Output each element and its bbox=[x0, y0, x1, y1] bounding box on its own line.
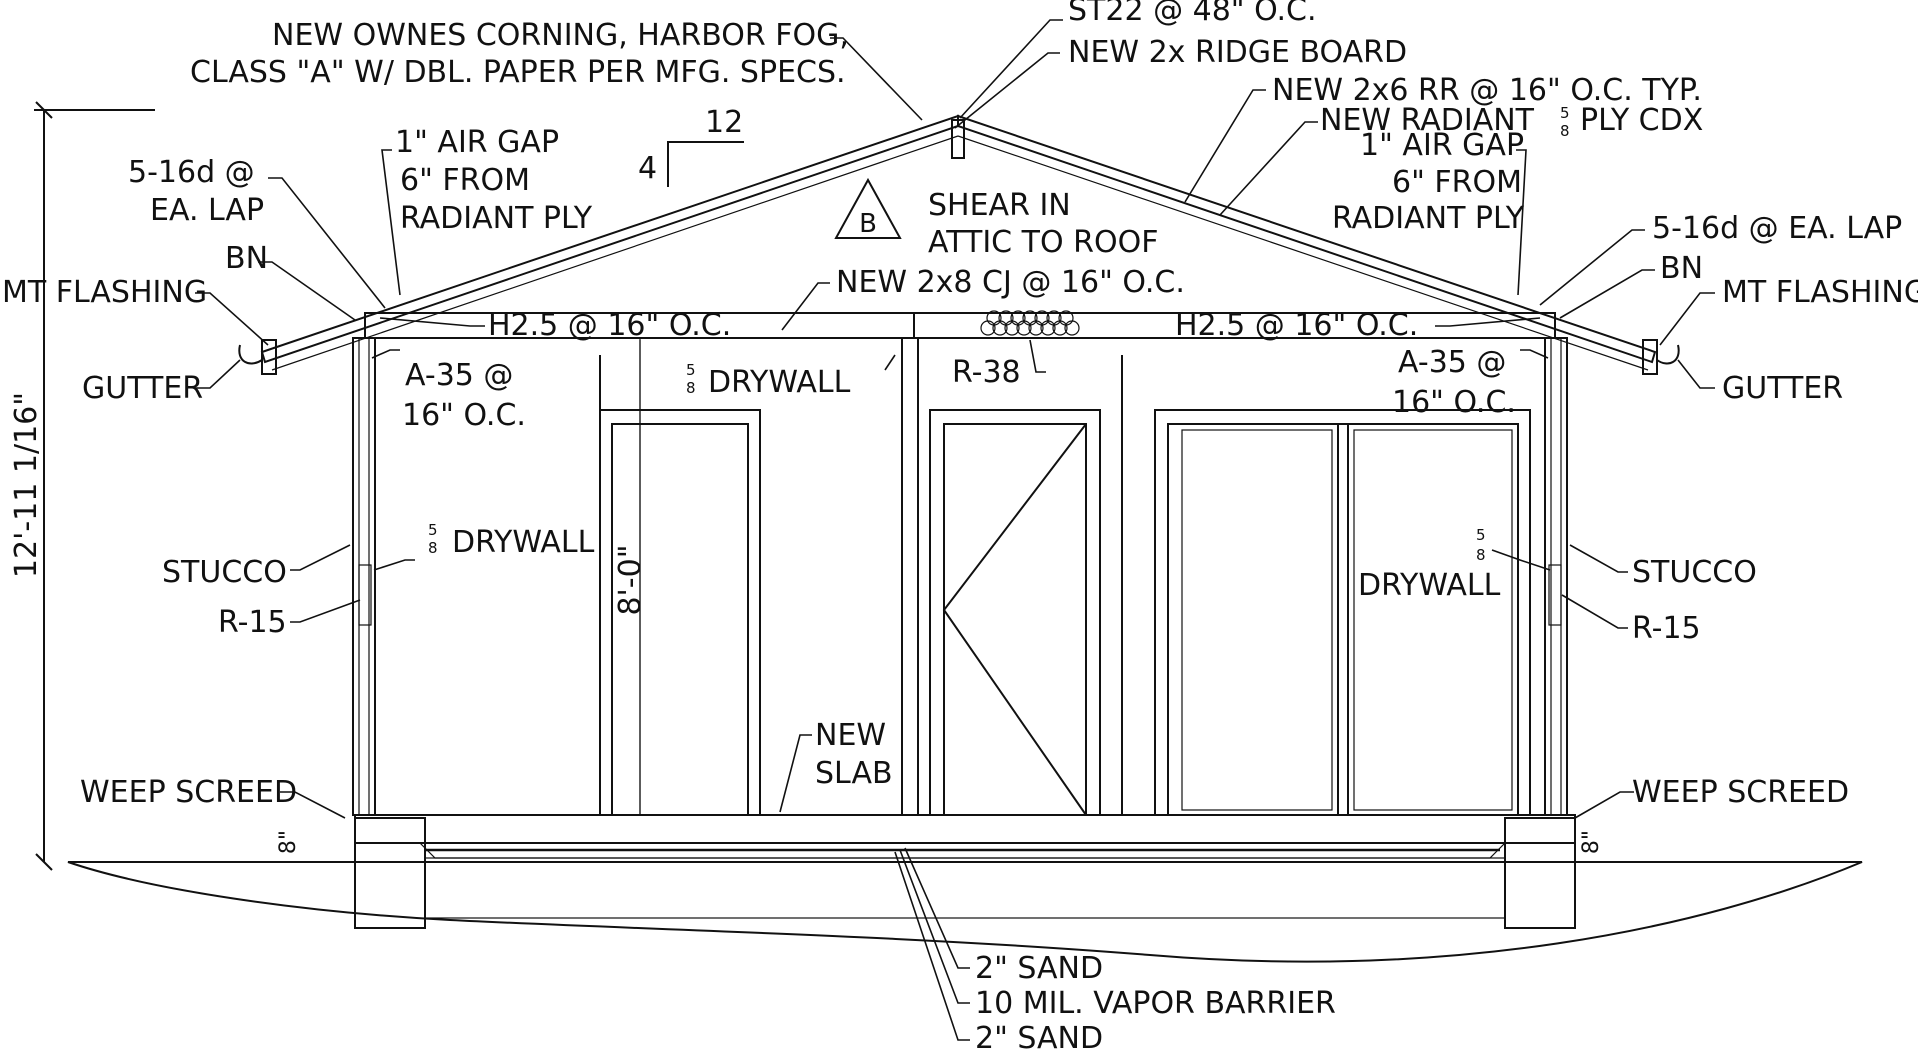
label-air-gap-right-2: 6" FROM bbox=[1392, 165, 1522, 200]
label-pitch-rise: 4 bbox=[638, 151, 657, 186]
label-shear-2: ATTIC TO ROOF bbox=[928, 225, 1158, 260]
label-a35-right-1: A-35 @ bbox=[1398, 345, 1506, 380]
gutter-left-shape bbox=[238, 344, 263, 365]
label-shear-1: SHEAR IN bbox=[928, 188, 1071, 223]
label-air-gap-right-1: 1" AIR GAP bbox=[1360, 128, 1524, 163]
fascia-right bbox=[1642, 339, 1658, 375]
label-sand-2: 2" SAND bbox=[975, 1021, 1103, 1054]
insulation-r15-left bbox=[358, 564, 372, 626]
label-vapor-barrier: 10 MIL. VAPOR BARRIER bbox=[975, 986, 1336, 1021]
label-radiant-ply-suffix: PLY CDX bbox=[1580, 103, 1703, 138]
label-pitch-run: 12 bbox=[705, 105, 743, 140]
label-ceiling-joist: NEW 2x8 CJ @ 16" O.C. bbox=[836, 265, 1185, 300]
label-radiant-ply-prefix: NEW RADIANT bbox=[1320, 103, 1535, 138]
ridge-board bbox=[951, 119, 965, 159]
label-air-gap-left-2: 6" FROM bbox=[400, 163, 530, 198]
shear-triangle bbox=[834, 177, 902, 239]
insulation-r15-right bbox=[1548, 564, 1562, 626]
label-roofing-2: CLASS "A" W/ DBL. PAPER PER MFG. SPECS. bbox=[190, 55, 846, 90]
insulation-r38 bbox=[980, 310, 1080, 336]
label-radiant-frac-num: 5 bbox=[1560, 104, 1570, 122]
pitch-symbol bbox=[667, 141, 744, 187]
label-rafters: NEW 2x6 RR @ 16" O.C. TYP. bbox=[1272, 73, 1702, 108]
label-a35-right-2: 16" O.C. bbox=[1392, 385, 1516, 420]
label-new-slab-2: SLAB bbox=[815, 756, 893, 791]
label-weep-right: WEEP SCREED bbox=[1632, 775, 1849, 810]
label-sand-1: 2" SAND bbox=[975, 951, 1103, 986]
label-air-gap-left-3: RADIANT PLY bbox=[400, 201, 593, 236]
label-drywall-top-frac-den: 8 bbox=[686, 379, 696, 397]
roof-right-underside bbox=[957, 135, 1649, 371]
label-h25-left: H2.5 @ 16" O.C. bbox=[488, 308, 731, 343]
label-stucco-right: STUCCO bbox=[1632, 555, 1757, 590]
label-dim-8-right: 8" bbox=[1579, 830, 1604, 854]
label-h25-right: H2.5 @ 16" O.C. bbox=[1175, 308, 1418, 343]
label-bn-right: BN bbox=[1660, 251, 1703, 286]
label-shear-tag: B bbox=[859, 209, 877, 239]
label-ceiling-height: 8'-0" bbox=[613, 544, 648, 615]
label-drywall-top-frac-num: 5 bbox=[686, 361, 696, 379]
label-new-slab-1: NEW bbox=[815, 718, 886, 753]
fascia-left bbox=[261, 339, 277, 375]
label-r15-right: R-15 bbox=[1632, 611, 1701, 646]
label-gutter-right: GUTTER bbox=[1722, 371, 1843, 406]
label-drywall-right-frac-den: 8 bbox=[1476, 546, 1486, 564]
label-a35-left-1: A-35 @ bbox=[405, 358, 513, 393]
label-dim-8-left: 8" bbox=[276, 830, 301, 854]
label-air-gap-right-3: RADIANT PLY bbox=[1332, 201, 1525, 236]
label-drywall-right: DRYWALL bbox=[1358, 568, 1501, 603]
label-nail-right: 5-16d @ EA. LAP bbox=[1652, 211, 1902, 246]
door-center bbox=[929, 409, 1101, 816]
label-radiant-frac-den: 8 bbox=[1560, 122, 1570, 140]
label-nail-left-2: EA. LAP bbox=[150, 193, 264, 228]
footing-right bbox=[1504, 817, 1576, 929]
soil-under-slab bbox=[424, 857, 1506, 919]
label-stucco-left: STUCCO bbox=[162, 555, 287, 590]
label-drywall-top: DRYWALL bbox=[708, 365, 851, 400]
label-drywall-left-frac-num: 5 bbox=[428, 521, 438, 539]
label-overall-height: 12'-11 1/16" bbox=[9, 392, 44, 578]
earth-fill bbox=[67, 861, 1863, 963]
label-drywall-left-frac-den: 8 bbox=[428, 539, 438, 557]
ceiling-joist bbox=[364, 312, 1556, 339]
label-nail-left-1: 5-16d @ bbox=[128, 155, 255, 190]
label-drywall-right-frac-num: 5 bbox=[1476, 526, 1486, 544]
gutter-right-shape bbox=[1656, 344, 1680, 365]
wall-left bbox=[352, 337, 376, 816]
label-mt-flashing-left: MT FLASHING bbox=[2, 275, 207, 310]
footing-left bbox=[354, 817, 426, 929]
label-air-gap-left-1: 1" AIR GAP bbox=[395, 125, 559, 160]
label-roofing-1: NEW OWNES CORNING, HARBOR FOG, bbox=[272, 18, 849, 53]
roof-right bbox=[957, 114, 1657, 364]
soil-hatch bbox=[68, 859, 1862, 916]
label-gutter-left: GUTTER bbox=[82, 371, 203, 406]
label-r38: R-38 bbox=[952, 355, 1021, 390]
label-weep-left: WEEP SCREED bbox=[80, 775, 297, 810]
sliding-door bbox=[1154, 409, 1531, 816]
label-bn-left: BN bbox=[225, 241, 268, 276]
partition-wall bbox=[901, 337, 919, 816]
label-r15-left: R-15 bbox=[218, 605, 287, 640]
label-ridge-board: NEW 2x RIDGE BOARD bbox=[1068, 35, 1407, 70]
label-drywall-left: DRYWALL bbox=[452, 525, 595, 560]
roof-left-underside bbox=[271, 135, 959, 371]
label-st22: ST22 @ 48" O.C. bbox=[1068, 0, 1317, 28]
label-mt-flashing-right: MT FLASHING bbox=[1722, 275, 1918, 310]
slab bbox=[354, 814, 1576, 844]
label-a35-left-2: 16" O.C. bbox=[402, 398, 526, 433]
wall-right bbox=[1544, 337, 1568, 816]
